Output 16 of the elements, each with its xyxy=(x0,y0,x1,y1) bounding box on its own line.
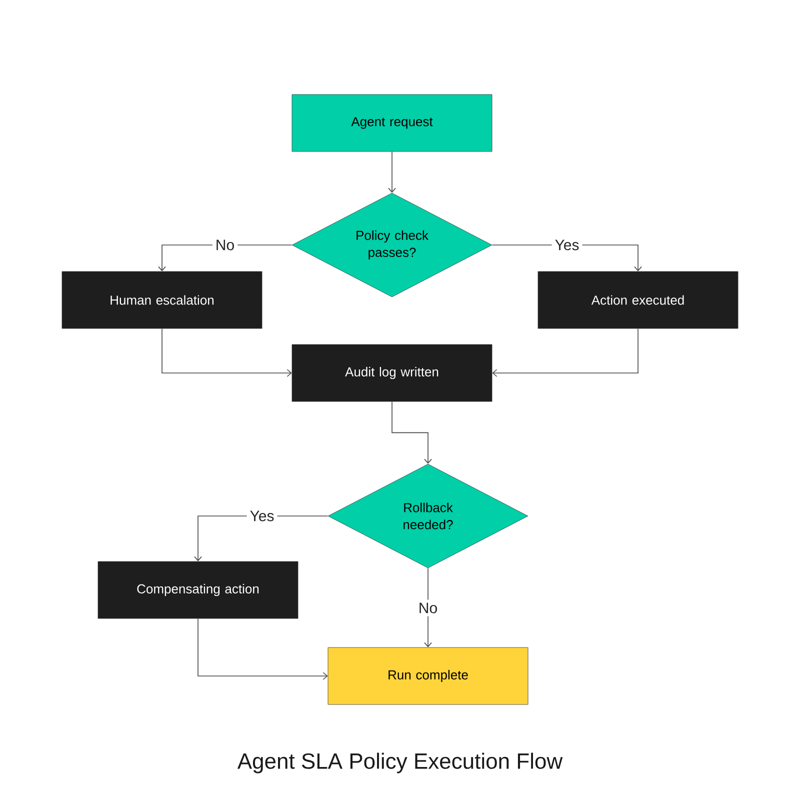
process-box: Human escalation xyxy=(62,271,262,329)
arrow xyxy=(198,618,328,680)
arrow xyxy=(392,401,432,464)
arrow xyxy=(388,151,396,193)
process-box: Compensating action xyxy=(98,561,298,619)
edge-label: Yes xyxy=(552,236,582,254)
edge-label: Yes xyxy=(246,508,278,524)
arrow xyxy=(162,328,292,377)
terminal-box: Run complete xyxy=(328,647,528,705)
arrow xyxy=(492,328,638,377)
process-box: Audit log written xyxy=(292,344,492,402)
edge-label: No xyxy=(415,600,441,616)
title: Agent SLA Policy Execution Flow xyxy=(237,752,563,774)
edge-label: No xyxy=(212,236,238,254)
process-box: Action executed xyxy=(538,271,738,329)
process-box: Agent request xyxy=(292,94,492,152)
